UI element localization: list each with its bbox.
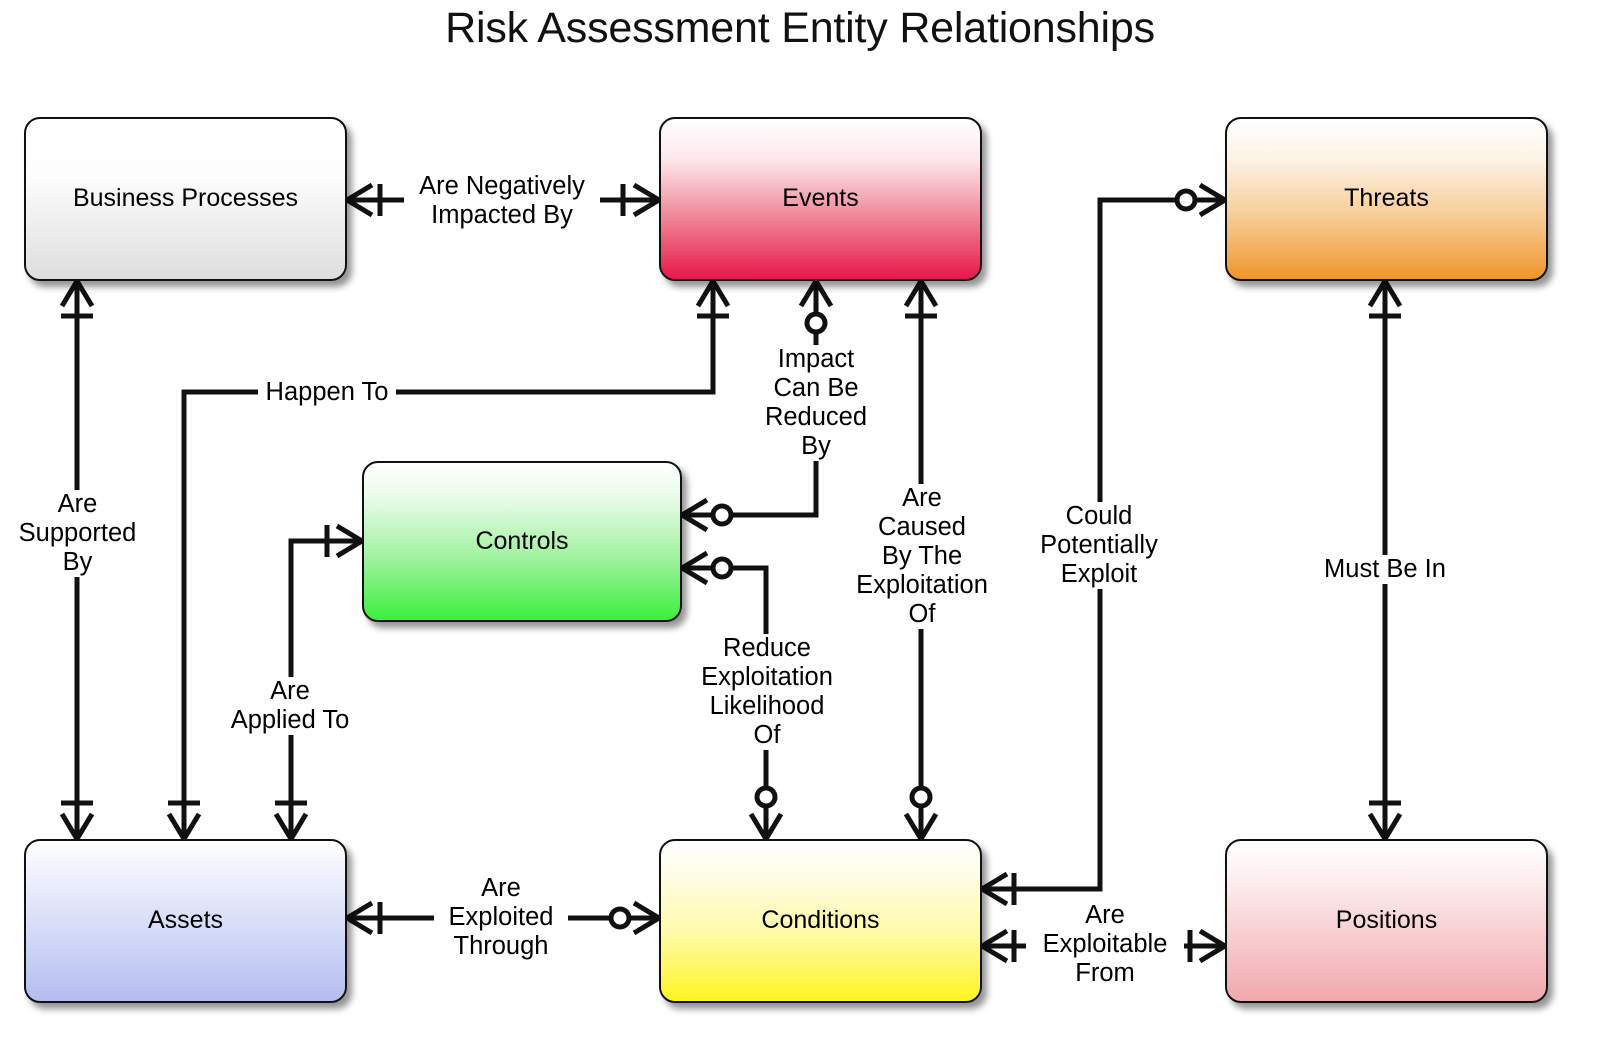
edge-label-are-supported-by: Are Supported By xyxy=(10,490,145,577)
page-title: Risk Assessment Entity Relationships xyxy=(445,4,1155,52)
marker-conditions-left-many-optional xyxy=(608,900,661,936)
entity-assets[interactable]: Assets xyxy=(24,839,347,1003)
marker-controls-right-many-optional-1 xyxy=(680,497,734,533)
marker-controls-right-many-optional-2 xyxy=(680,550,734,586)
edge-label-are-exploited-through: Are Exploited Through xyxy=(434,874,568,961)
edge-label-impact-can-be-reduced-by: Impact Can Be Reduced By xyxy=(756,345,876,461)
marker-conditions-right-many-1 xyxy=(980,871,1017,907)
entity-threats[interactable]: Threats xyxy=(1225,117,1548,281)
edge-label-reduce-exploitation-likelihood-of: Reduce Exploitation Likelihood Of xyxy=(692,634,842,750)
marker-events-bottom-many-1 xyxy=(695,279,731,319)
edge-label-are-negatively-impacted-by: Are Negatively Impacted By xyxy=(404,172,600,230)
edge-label-are-exploitable-from: Are Exploitable From xyxy=(1026,901,1184,988)
marker-bp-bottom-many xyxy=(59,279,95,319)
entity-label: Assets xyxy=(147,906,224,935)
entity-conditions[interactable]: Conditions xyxy=(659,839,982,1003)
line-happen-to xyxy=(181,281,716,839)
marker-controls-left-many xyxy=(324,523,364,559)
marker-threats-bottom-many xyxy=(1367,279,1403,319)
edge-label-could-potentially-exploit: Could Potentially Exploit xyxy=(1031,502,1167,589)
marker-positions-left-many xyxy=(1187,928,1227,964)
marker-conditions-top-many-optional-1 xyxy=(903,785,939,841)
entity-label: Business Processes xyxy=(72,184,299,213)
entity-controls[interactable]: Controls xyxy=(362,461,682,622)
edge-label-must-be-in: Must Be In xyxy=(1308,555,1462,584)
marker-positions-top-many xyxy=(1367,800,1403,841)
entity-business-processes[interactable]: Business Processes xyxy=(24,117,347,281)
edge-label-are-caused-by-the-exploitation-of: Are Caused By The Exploitation Of xyxy=(846,484,998,629)
marker-threats-left-many-optional xyxy=(1174,182,1227,218)
entity-events[interactable]: Events xyxy=(659,117,982,281)
marker-assets-top-many-2 xyxy=(166,800,202,841)
marker-events-left-many xyxy=(620,182,661,218)
entity-label: Threats xyxy=(1344,184,1429,213)
marker-conditions-top-many-optional-2 xyxy=(748,785,784,841)
marker-assets-top-many-3 xyxy=(273,800,309,841)
edge-label-are-applied-to: Are Applied To xyxy=(220,677,360,735)
entity-label: Events xyxy=(782,184,859,213)
marker-events-bottom-many-optional xyxy=(798,279,834,335)
marker-assets-top-many-1 xyxy=(59,800,95,841)
marker-bp-right-many xyxy=(345,182,383,218)
marker-events-bottom-many-2 xyxy=(903,279,939,319)
marker-assets-right-many xyxy=(345,900,383,936)
entity-label: Controls xyxy=(475,526,569,555)
entity-label: Positions xyxy=(1335,906,1438,935)
entity-positions[interactable]: Positions xyxy=(1225,839,1548,1003)
marker-conditions-right-many-2 xyxy=(980,928,1017,964)
edge-label-happen-to: Happen To xyxy=(258,378,396,407)
entity-label: Conditions xyxy=(761,906,880,935)
